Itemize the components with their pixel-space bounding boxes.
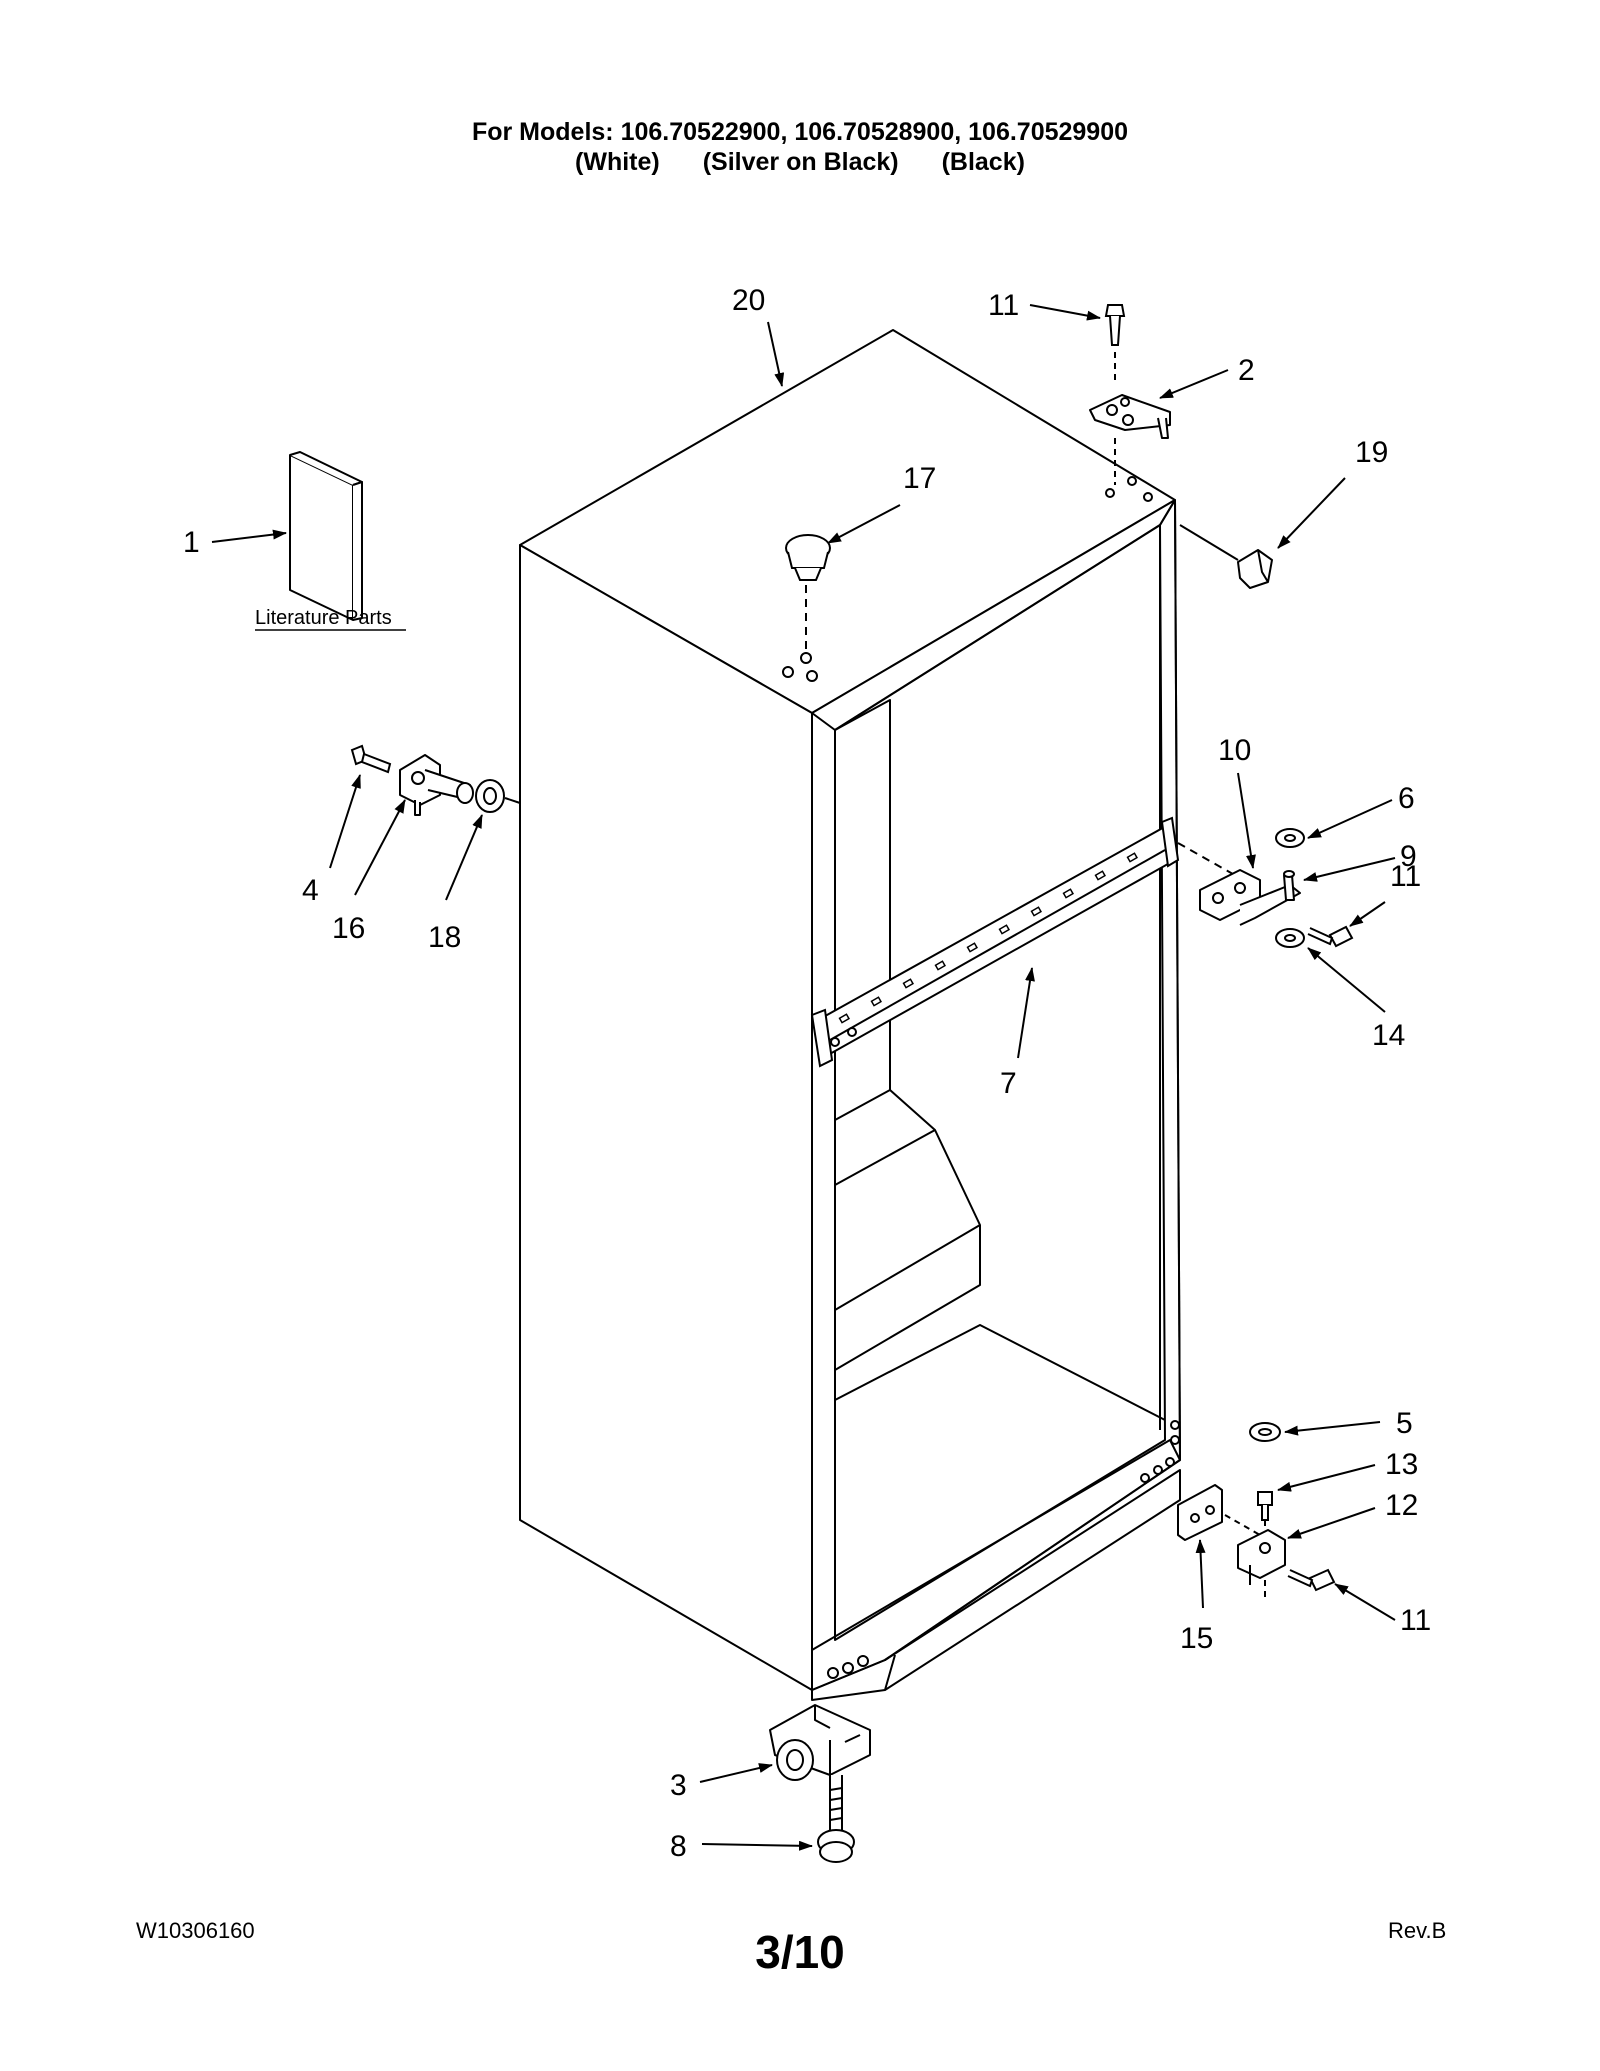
leader-5 (1284, 1421, 1381, 1436)
leader-12 (1287, 1507, 1376, 1539)
center-hinge-dash (1177, 842, 1241, 879)
leader-16 (354, 799, 406, 896)
door-stop-leader (504, 797, 521, 804)
leader-3 (699, 1763, 773, 1783)
callout-17: 17 (903, 462, 936, 495)
color-black: (Black) (941, 148, 1025, 176)
callout-16: 16 (332, 912, 365, 945)
callout-11-top: 11 (988, 289, 1019, 322)
callout-numbers: 1 2 3 4 5 6 7 8 9 10 11 11 11 12 13 14 1… (183, 284, 1431, 1863)
callout-12: 12 (1385, 1489, 1418, 1522)
callout-15: 15 (1180, 1622, 1213, 1655)
mullion-rail-end-left (810, 1008, 857, 1068)
models-header: For Models: 106.70522900, 106.70528900, … (471, 118, 1129, 146)
leader-7 (1017, 967, 1035, 1059)
leader-17 (827, 504, 901, 544)
roller-assembly (769, 1704, 871, 1781)
callout-20: 20 (732, 284, 765, 317)
bottom-hinge-shim-dash (1224, 1514, 1261, 1536)
door-stop-spacer (475, 779, 505, 813)
callout-14: 14 (1372, 1019, 1405, 1052)
document-number: W10306160 (136, 1918, 255, 1943)
leader-14 (1307, 947, 1386, 1013)
center-hinge-washer-top (1275, 828, 1305, 848)
color-silver-on-black: (Silver on Black) (702, 148, 899, 176)
leader-18 (445, 814, 483, 901)
callout-7: 7 (1000, 1067, 1017, 1100)
mullion-rail-slots (838, 852, 1138, 1024)
bottom-hinge-bracket (1237, 1529, 1286, 1585)
door-stop-bracket (399, 754, 474, 816)
callout-3: 3 (670, 1769, 687, 1802)
mullion-rail-end-right (1160, 816, 1180, 868)
callout-5: 5 (1396, 1407, 1413, 1440)
hinge-cover-leader (1179, 524, 1239, 561)
leader-1 (211, 529, 287, 543)
model-colors: (White) (Silver on Black) (Black) (0, 148, 1600, 177)
callout-11-bottom: 11 (1400, 1604, 1431, 1637)
door-stop-screw (350, 744, 392, 774)
plug-button (785, 534, 831, 581)
callout-8: 8 (670, 1830, 687, 1863)
bottom-hinge-screw (1287, 1568, 1336, 1592)
leader-2 (1159, 369, 1229, 399)
page-number: 3/10 (755, 1926, 845, 1978)
leader-11-center (1349, 901, 1386, 927)
callout-6: 6 (1398, 782, 1415, 815)
leader-20 (767, 321, 785, 387)
center-hinge-screw (1307, 925, 1354, 948)
literature-booklet (289, 451, 363, 621)
top-hinge-screw (1104, 304, 1126, 346)
hinge-cover (1237, 549, 1273, 589)
leader-8 (701, 1840, 813, 1851)
callout-13: 13 (1385, 1448, 1418, 1481)
leader-6 (1307, 799, 1393, 839)
leader-15 (1195, 1539, 1206, 1609)
leveling-leg (817, 1775, 855, 1863)
leader-9 (1303, 857, 1396, 882)
center-hinge (1199, 869, 1301, 926)
leader-13 (1277, 1464, 1376, 1492)
callout-2: 2 (1238, 354, 1255, 387)
leader-lines (211, 304, 1396, 1851)
top-hinge (1089, 394, 1171, 439)
color-white: (White) (575, 148, 660, 176)
leader-11-bottom (1334, 1583, 1396, 1621)
leader-19 (1277, 477, 1346, 549)
center-hinge-washer-bottom (1275, 928, 1305, 948)
bottom-hinge-washer (1249, 1422, 1281, 1442)
callout-1: 1 (183, 526, 200, 559)
cabinet (519, 329, 1181, 1701)
leader-4 (329, 774, 361, 869)
callout-10: 10 (1218, 734, 1251, 767)
callout-11-center: 11 (1390, 860, 1421, 893)
top-holes (782, 476, 1153, 682)
callout-18: 18 (428, 921, 461, 954)
revision: Rev.B (1388, 1918, 1447, 1943)
leader-11-top (1029, 304, 1101, 321)
leader-10 (1237, 772, 1256, 869)
callout-19: 19 (1355, 436, 1388, 469)
callout-4: 4 (302, 874, 319, 907)
literature-parts-label: Literature Parts (255, 607, 392, 629)
bottom-holes (827, 1420, 1180, 1679)
bottom-hinge-pin (1257, 1491, 1273, 1521)
callout-9: 9 (1400, 840, 1417, 873)
bottom-hinge-shim (1177, 1484, 1223, 1541)
